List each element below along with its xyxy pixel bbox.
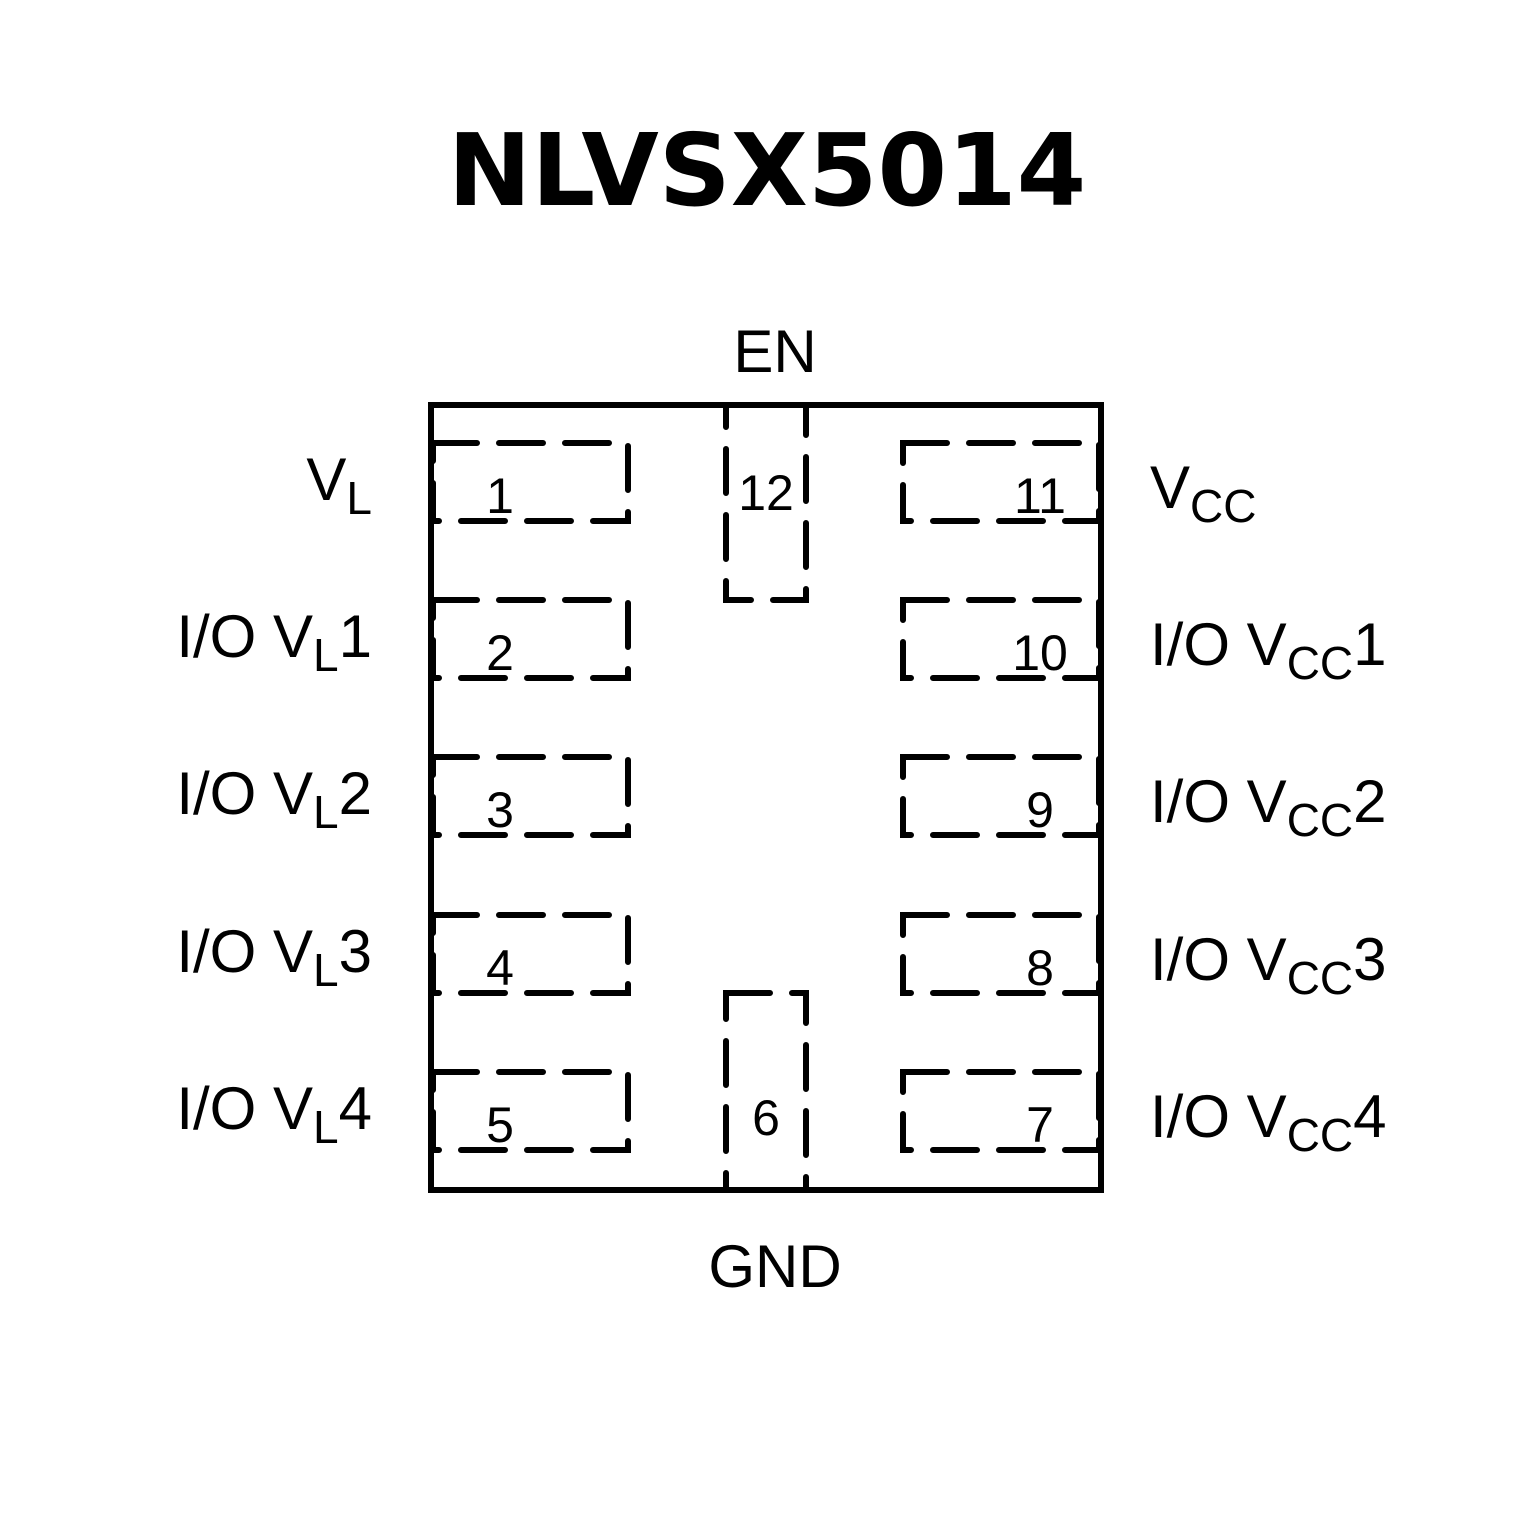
label-gnd: GND: [708, 1233, 841, 1300]
pad-3: [430, 754, 631, 838]
label-subscript: CC: [1190, 480, 1256, 532]
label-subscript: L: [313, 786, 339, 838]
label-suffix: 1: [1353, 611, 1386, 678]
label-en: EN: [733, 318, 816, 385]
label-suffix: 4: [339, 1075, 372, 1142]
pin-number-1: 1: [486, 468, 514, 524]
pin-number-8: 8: [1026, 940, 1054, 996]
pad-11: [900, 440, 1102, 524]
label-main: I/O V: [1150, 611, 1287, 678]
pin-label-8: I/O VCC3: [1150, 926, 1387, 1004]
label-main: I/O V: [176, 1075, 313, 1142]
pin-label-4: I/O VL3: [176, 918, 372, 996]
label-suffix: 4: [1353, 1083, 1386, 1150]
pad-5: [430, 1069, 631, 1153]
pin-number-6: 6: [752, 1090, 780, 1146]
label-main: V: [1150, 454, 1190, 521]
pin-number-9: 9: [1026, 782, 1054, 838]
pin-label-1: VL: [306, 446, 372, 524]
pin-label-5: I/O VL4: [176, 1075, 372, 1153]
pin-number-7: 7: [1026, 1097, 1054, 1153]
pin-label-11: VCC: [1150, 454, 1256, 532]
pin-number-3: 3: [486, 782, 514, 838]
pad-7: [900, 1069, 1102, 1153]
label-main: I/O V: [1150, 926, 1287, 993]
label-subscript: L: [346, 472, 372, 524]
label-main: I/O V: [176, 918, 313, 985]
label-suffix: 3: [339, 918, 372, 985]
pad-8: [900, 912, 1102, 996]
label-subscript: CC: [1287, 1109, 1353, 1161]
pad-1: [430, 440, 631, 524]
label-suffix: 2: [1353, 768, 1386, 835]
label-subscript: CC: [1287, 952, 1353, 1004]
label-suffix: 2: [339, 760, 372, 827]
pad-4: [430, 912, 631, 996]
label-subscript: L: [313, 1101, 339, 1153]
pad-10: [900, 597, 1102, 681]
pin-number-10: 10: [1012, 625, 1068, 681]
pin-label-2: I/O VL1: [176, 603, 372, 681]
pin-number-5: 5: [486, 1097, 514, 1153]
pad-6: [723, 990, 809, 1193]
pin-number-12: 12: [738, 465, 794, 521]
pad-2: [430, 597, 631, 681]
pin-number-4: 4: [486, 940, 514, 996]
label-subscript: CC: [1287, 637, 1353, 689]
pin-number-11: 11: [1014, 468, 1066, 524]
label-suffix: 1: [339, 603, 372, 670]
label-subscript: L: [313, 629, 339, 681]
label-main: I/O V: [1150, 1083, 1287, 1150]
pin-label-10: I/O VCC1: [1150, 611, 1387, 689]
label-main: I/O V: [176, 603, 313, 670]
chip-title: NLVSX5014: [448, 112, 1086, 229]
label-main: I/O V: [176, 760, 313, 827]
label-subscript: CC: [1287, 794, 1353, 846]
label-main: I/O V: [1150, 768, 1287, 835]
pin-label-3: I/O VL2: [176, 760, 372, 838]
pad-12: [723, 402, 809, 603]
label-subscript: L: [313, 944, 339, 996]
pad-9: [900, 754, 1102, 838]
pin-label-7: I/O VCC4: [1150, 1083, 1387, 1161]
pin-number-2: 2: [486, 625, 514, 681]
label-main: V: [306, 446, 346, 513]
label-suffix: 3: [1353, 926, 1386, 993]
pin-label-9: I/O VCC2: [1150, 768, 1387, 846]
